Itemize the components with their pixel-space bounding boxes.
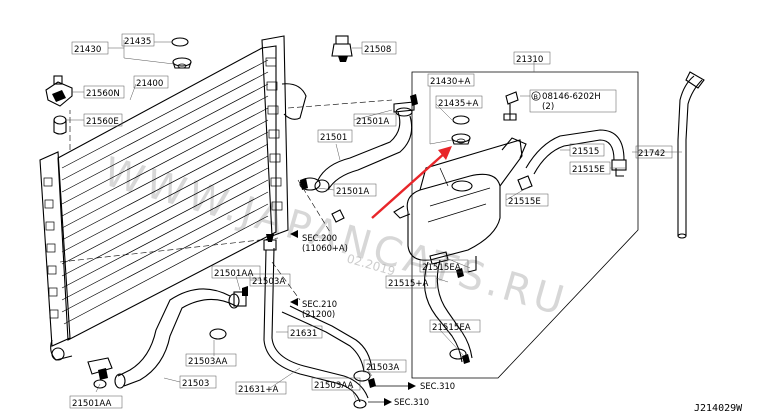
label-21560e[interactable]: 21560E xyxy=(86,117,119,127)
clamp-21515e-mid[interactable] xyxy=(517,175,533,191)
hose-21515a[interactable] xyxy=(423,259,473,363)
sec-310-label-a[interactable]: SEC.310 xyxy=(420,381,455,391)
label-21501a-low[interactable]: 21501A xyxy=(336,187,369,197)
label-21515e-right[interactable]: 21515E xyxy=(572,165,605,175)
label-21501a-top[interactable]: 21501A xyxy=(356,117,389,127)
gasket-21435[interactable] xyxy=(171,37,189,47)
sec-210-label[interactable]: SEC.210 xyxy=(302,299,337,309)
clamp-21515ea-lower[interactable] xyxy=(449,348,470,364)
label-21435a[interactable]: 21435+A xyxy=(438,99,479,109)
label-21508[interactable]: 21508 xyxy=(364,45,391,55)
label-21515[interactable]: 21515 xyxy=(572,147,599,157)
label-21501aa-mid[interactable]: 21501AA xyxy=(214,269,253,279)
sec-200-label[interactable]: SEC.200 xyxy=(302,233,337,243)
label-21503a-low[interactable]: 21503A xyxy=(366,363,399,373)
label-21503aa-2[interactable]: 21503AA xyxy=(314,381,353,391)
label-21310[interactable]: 21310 xyxy=(516,55,543,65)
diagram-id: J214029W xyxy=(694,403,743,414)
hose-21515[interactable] xyxy=(525,129,627,177)
reservoir-assembly-box xyxy=(411,71,639,379)
label-21515e-mid[interactable]: 21515E xyxy=(508,197,541,207)
label-21400[interactable]: 21400 xyxy=(136,79,163,89)
mount-21560e[interactable] xyxy=(53,115,67,135)
radiator-fins xyxy=(61,59,269,325)
label-08146-qty: (2) xyxy=(542,102,554,112)
label-21560n[interactable]: 21560N xyxy=(86,89,120,99)
cap-21430a[interactable] xyxy=(451,133,471,145)
label-21501[interactable]: 21501 xyxy=(320,133,347,143)
label-21515ea-2[interactable]: 21515EA xyxy=(432,323,471,333)
sec-200-sub: (11060+A) xyxy=(302,243,348,253)
radiator-21400[interactable] xyxy=(39,35,307,361)
clamp-21503aa-2[interactable] xyxy=(353,399,367,409)
label-08146-number: 08146-6202H xyxy=(542,92,601,102)
clamp-21501aa-low[interactable] xyxy=(87,357,113,389)
plug-21508[interactable] xyxy=(331,35,353,62)
mount-21560n[interactable] xyxy=(45,75,73,107)
bolt-08146[interactable] xyxy=(503,91,519,121)
part-labels: 21435 21430 21560N 21400 21560E 21508 21… xyxy=(72,37,665,409)
label-21503aa-low[interactable]: 21503AA xyxy=(188,357,227,367)
label-21503a-mid[interactable]: 21503A xyxy=(252,277,285,287)
label-21501aa-low[interactable]: 21501AA xyxy=(72,399,111,409)
section-references: SEC.200 (11060+A) SEC.210 (21200) SEC.31… xyxy=(302,233,455,407)
bolt-marker-b: B xyxy=(534,93,538,101)
bolt-sec200[interactable] xyxy=(331,209,345,223)
label-21503[interactable]: 21503 xyxy=(182,379,209,389)
label-21430a[interactable]: 21430+A xyxy=(430,77,471,87)
lower-hose-21503[interactable] xyxy=(114,288,240,389)
label-leaders xyxy=(66,40,682,401)
label-21742[interactable]: 21742 xyxy=(638,149,665,159)
sec-310-label-b[interactable]: SEC.310 xyxy=(394,397,429,407)
reservoir-tank-21310[interactable] xyxy=(393,137,527,273)
sec-arrows xyxy=(290,230,416,406)
label-21430[interactable]: 21430 xyxy=(74,45,101,55)
hose-21742[interactable] xyxy=(677,71,705,239)
label-08146[interactable]: B 08146-6202H (2) xyxy=(531,91,601,112)
clamp-21501aa-mid[interactable] xyxy=(233,286,248,307)
label-21631[interactable]: 21631 xyxy=(290,329,317,339)
clamp-21501a-lower[interactable] xyxy=(299,177,321,191)
clamp-21503aa-low[interactable] xyxy=(209,328,227,340)
sec-210-sub: (21200) xyxy=(302,309,335,319)
clamp-21503a-low[interactable] xyxy=(353,370,376,388)
gasket-21435a[interactable] xyxy=(452,115,470,125)
pipe-21631a[interactable] xyxy=(281,305,373,373)
highlight-arrow xyxy=(371,146,452,219)
label-21631a[interactable]: 21631+A xyxy=(238,385,279,395)
label-frames xyxy=(69,33,673,409)
pipe-21631[interactable] xyxy=(263,234,369,403)
label-21515a[interactable]: 21515+A xyxy=(388,279,429,289)
cap-21430[interactable] xyxy=(172,57,192,69)
label-21435[interactable]: 21435 xyxy=(124,37,151,47)
label-21515ea-1[interactable]: 21515EA xyxy=(422,263,461,273)
